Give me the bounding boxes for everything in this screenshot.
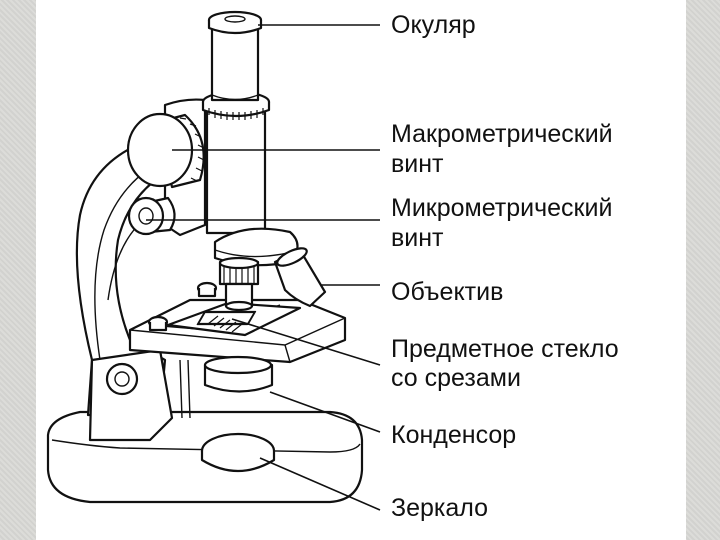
mirror: [200, 432, 276, 472]
micro-screw-label-line2: винт: [391, 224, 444, 252]
condenser-label: Конденсор: [391, 421, 517, 449]
pillar: [88, 348, 174, 442]
leader-lines: [146, 24, 381, 511]
objective-label: Объектив: [391, 278, 504, 306]
macro-screw-label-line1: Макрометрический: [391, 120, 613, 148]
eyepiece: [207, 10, 263, 102]
micro-knob: [127, 196, 176, 236]
objectives: [218, 247, 327, 312]
condenser: [179, 355, 274, 419]
macro-screw-label-line2: винт: [391, 150, 444, 178]
slide-label-line2: со срезами: [391, 364, 521, 392]
mirror-label: Зеркало: [391, 494, 489, 522]
tube: [201, 90, 271, 235]
micro-screw-label-line1: Микрометрический: [391, 194, 613, 222]
slide-label-line1: Предметное стекло: [391, 335, 619, 363]
eyepiece-label: Окуляр: [391, 11, 476, 39]
stage-clips: [147, 281, 218, 332]
